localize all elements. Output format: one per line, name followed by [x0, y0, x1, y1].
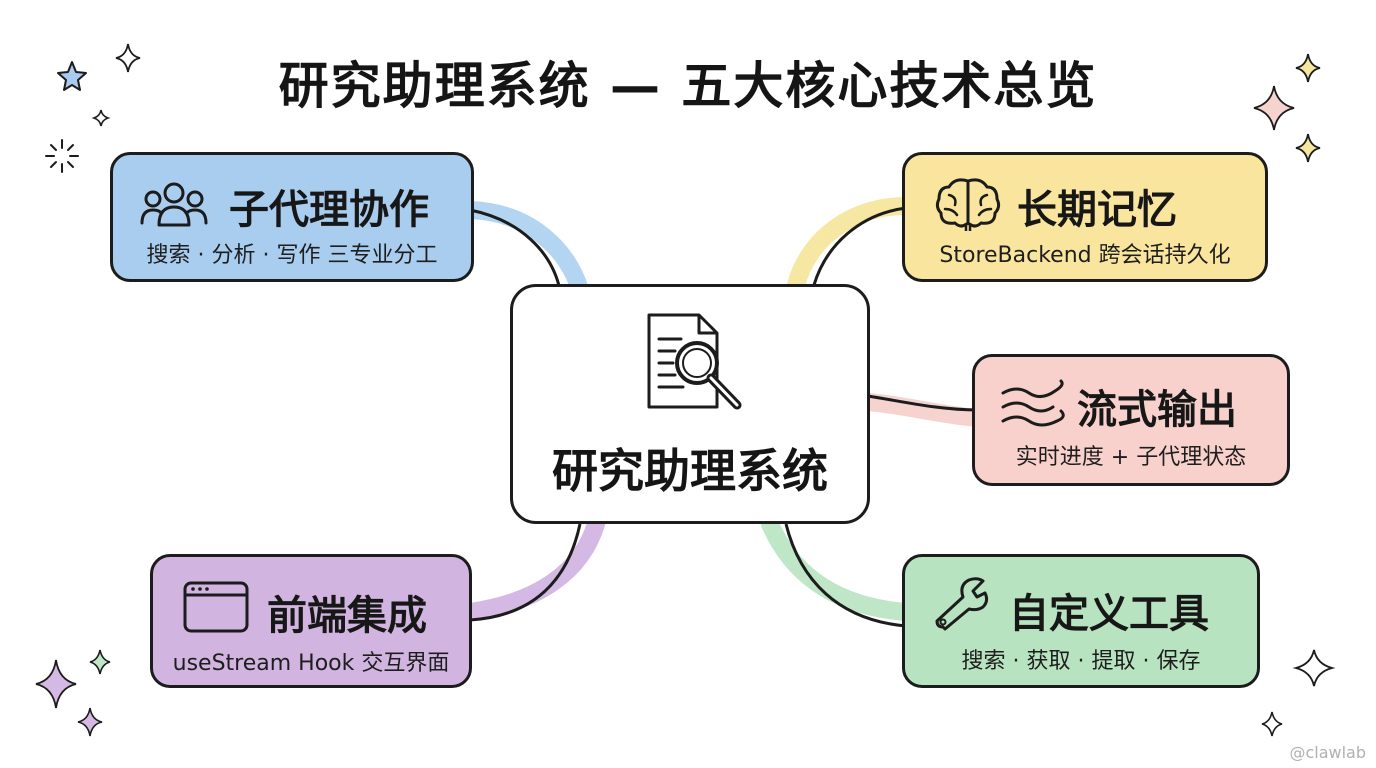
link-tools-line: [784, 523, 907, 628]
sparkle-icon: [1295, 53, 1321, 83]
sparkle-icon: [77, 707, 103, 737]
node-subagents-title: 子代理协作: [229, 187, 429, 233]
node-tools[interactable]: 自定义工具 搜索 · 获取 · 提取 · 保存: [902, 554, 1260, 688]
node-tools-title: 自定义工具: [1009, 591, 1209, 637]
sparkle-icon: [1253, 85, 1295, 131]
link-streaming-line: [867, 394, 979, 412]
sparkle-icon: [1295, 133, 1321, 163]
node-memory-title: 长期记忆: [1017, 187, 1177, 233]
link-frontend-line: [469, 523, 582, 622]
sparkle-icon: [89, 649, 111, 675]
node-frontend[interactable]: 前端集成 useStream Hook 交互界面: [150, 554, 472, 688]
burst-icon: [45, 139, 79, 173]
wrench-icon: [935, 577, 989, 631]
node-subagents-desc: 搜索 · 分析 · 写作 三专业分工: [146, 243, 438, 268]
link-memory-line: [812, 206, 907, 286]
node-frontend-title: 前端集成: [267, 593, 427, 639]
browser-window-icon: [183, 581, 249, 633]
node-memory[interactable]: 长期记忆 StoreBackend 跨会话持久化: [902, 152, 1268, 282]
sparkle-icon: [35, 659, 77, 709]
star-icon: [57, 61, 87, 91]
brain-icon: [935, 178, 1001, 231]
link-streaming-band: [859, 393, 987, 427]
center-node[interactable]: 研究助理系统: [510, 284, 870, 524]
sparkle-icon: [115, 43, 141, 73]
document-search-icon: [647, 313, 742, 410]
node-tools-desc: 搜索 · 获取 · 提取 · 保存: [961, 649, 1201, 674]
node-frontend-desc: useStream Hook 交互界面: [172, 651, 450, 676]
sparkle-icon: [91, 109, 111, 127]
node-streaming-title: 流式输出: [1077, 387, 1237, 433]
node-streaming-desc: 实时进度 + 子代理状态: [1015, 445, 1247, 470]
sparkle-icon: [1292, 649, 1336, 687]
watermark: @clawlab: [1289, 743, 1366, 762]
wind-icon: [1001, 379, 1065, 427]
center-title: 研究助理系统: [552, 444, 828, 498]
link-subagents-line: [469, 208, 562, 291]
sparkle-icon: [1261, 711, 1283, 737]
link-subagents-band: [461, 201, 589, 299]
node-memory-desc: StoreBackend 跨会话持久化: [939, 243, 1231, 268]
people-icon: [140, 182, 208, 227]
link-memory-band: [787, 197, 915, 294]
node-streaming[interactable]: 流式输出 实时进度 + 子代理状态: [972, 354, 1290, 486]
page-title: 研究助理系统 — 五大核心技术总览: [278, 57, 1098, 115]
node-subagents[interactable]: 子代理协作 搜索 · 分析 · 写作 三专业分工: [110, 152, 474, 282]
